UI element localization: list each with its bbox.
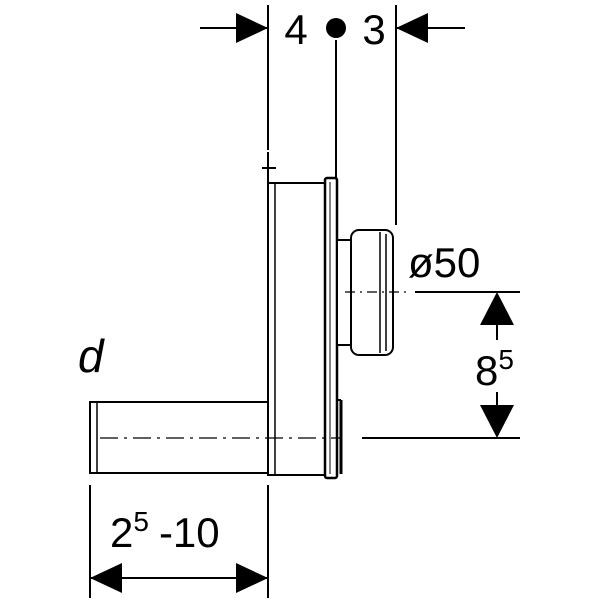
width-left-arrowhead: [90, 563, 122, 593]
width-value-main: 2: [110, 509, 133, 556]
top-right-arrowhead: [396, 13, 428, 43]
height-dimension: [362, 291, 520, 439]
height-top-arrowhead: [480, 292, 514, 325]
top-dimension-right-value: 3: [362, 6, 385, 53]
outlet-pipe: [336, 229, 394, 356]
height-value: 85: [475, 344, 514, 394]
center-dot: [326, 18, 346, 38]
height-value-main: 8: [475, 347, 498, 394]
height-value-superscript: 5: [498, 344, 514, 375]
housing-body: [267, 182, 326, 476]
width-value-range: -10: [159, 509, 220, 556]
width-value-superscript: 5: [133, 506, 149, 537]
diameter-label: ø50: [408, 239, 480, 286]
width-right-arrowhead: [236, 563, 268, 593]
width-value: 25 -10: [110, 506, 220, 556]
top-left-arrowhead: [236, 13, 268, 43]
pipe-diameter-symbol: d: [78, 330, 105, 382]
top-dimension-left-value: 4: [284, 6, 307, 53]
height-bottom-arrowhead: [480, 405, 514, 438]
